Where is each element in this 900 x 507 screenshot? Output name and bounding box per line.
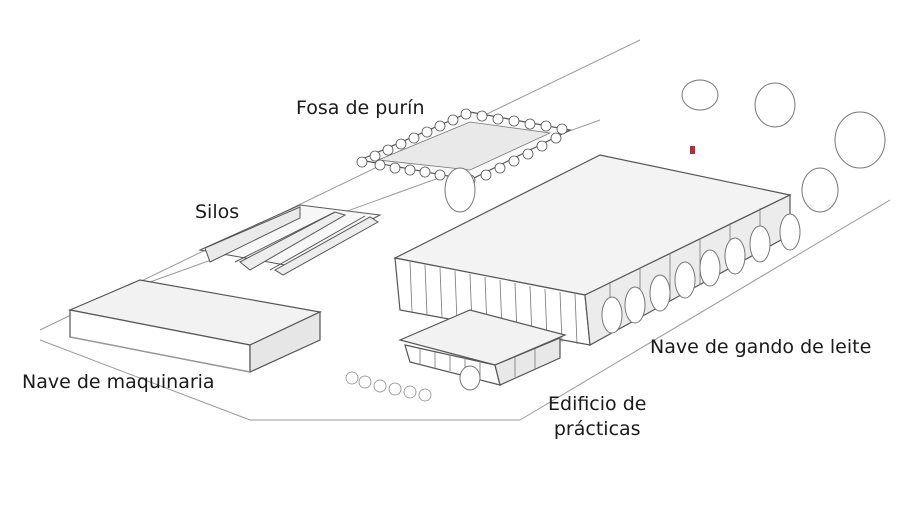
machinery-shed bbox=[67, 279, 322, 373]
label-practice-building-line2: prácticas bbox=[553, 417, 641, 440]
shrubs bbox=[345, 371, 432, 402]
label-silos: Silos bbox=[195, 201, 240, 223]
manure-pit bbox=[356, 108, 572, 186]
label-manure-pit: Fosa de purín bbox=[296, 97, 425, 119]
trees bbox=[444, 79, 886, 391]
label-practice-building: Edificio de prácticas bbox=[548, 392, 646, 441]
label-dairy-barn: Nave de gando de leite bbox=[650, 336, 872, 358]
silos bbox=[198, 204, 382, 276]
label-practice-building-line1: Edificio de bbox=[548, 393, 647, 415]
label-machinery-shed: Nave de maquinaria bbox=[22, 371, 215, 393]
